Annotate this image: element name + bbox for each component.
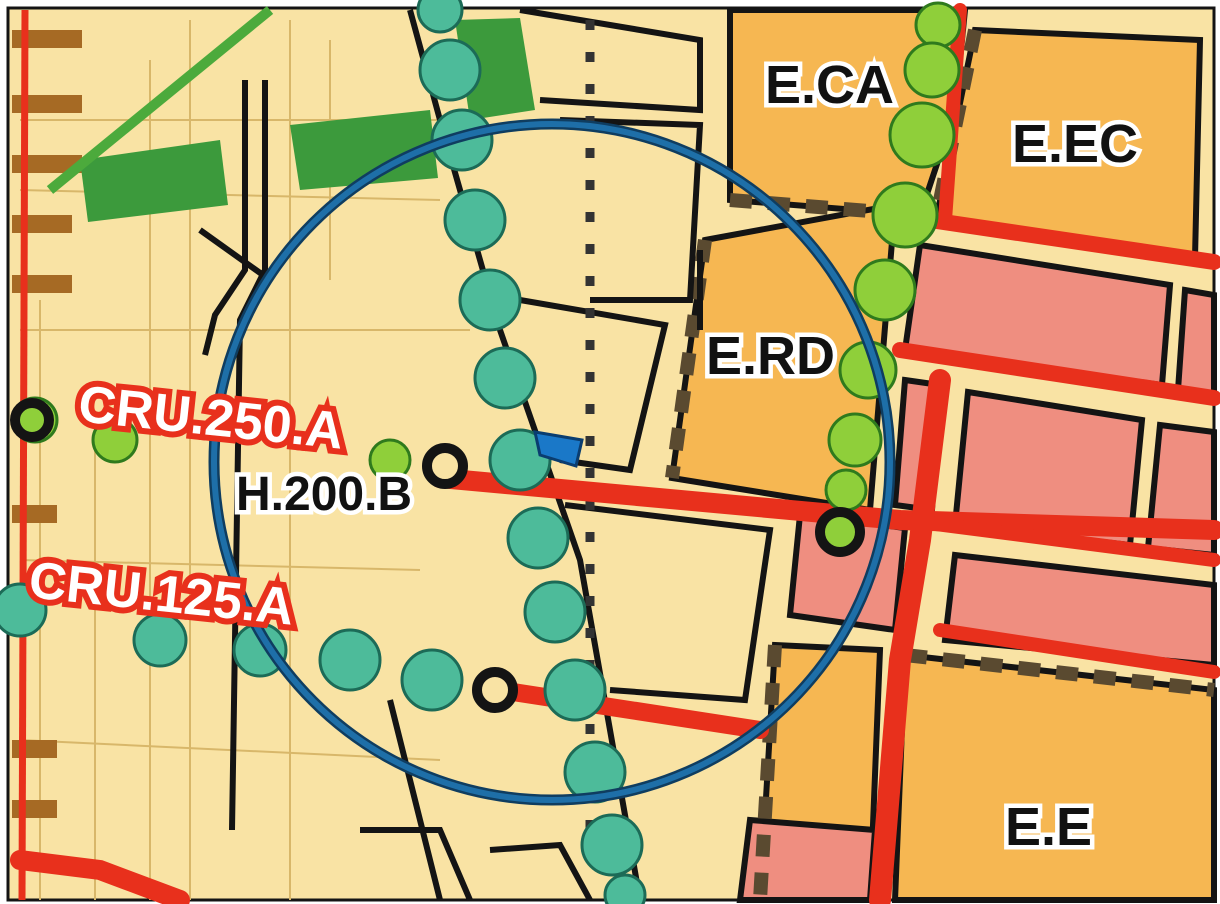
label-eec: E.EC bbox=[1012, 114, 1138, 174]
teal-node-line bbox=[0, 0, 647, 904]
green-parks bbox=[80, 18, 535, 222]
left-border-road bbox=[18, 9, 29, 901]
ring-nodes bbox=[10, 398, 865, 557]
label-h200b: H.200.B bbox=[236, 468, 412, 521]
highlight-circle-inner bbox=[211, 121, 893, 803]
hollow-ring-nodes bbox=[422, 443, 518, 713]
red-roads bbox=[10, 3, 1220, 904]
green-diagonal bbox=[46, 6, 274, 194]
label-eca: E.CA bbox=[765, 55, 894, 115]
label-ee: E.E bbox=[1005, 797, 1092, 857]
label-erd: E.RD bbox=[706, 326, 835, 386]
road-lower-east bbox=[491, 681, 769, 739]
location-marker bbox=[533, 430, 584, 468]
zone-ee bbox=[891, 651, 1217, 903]
